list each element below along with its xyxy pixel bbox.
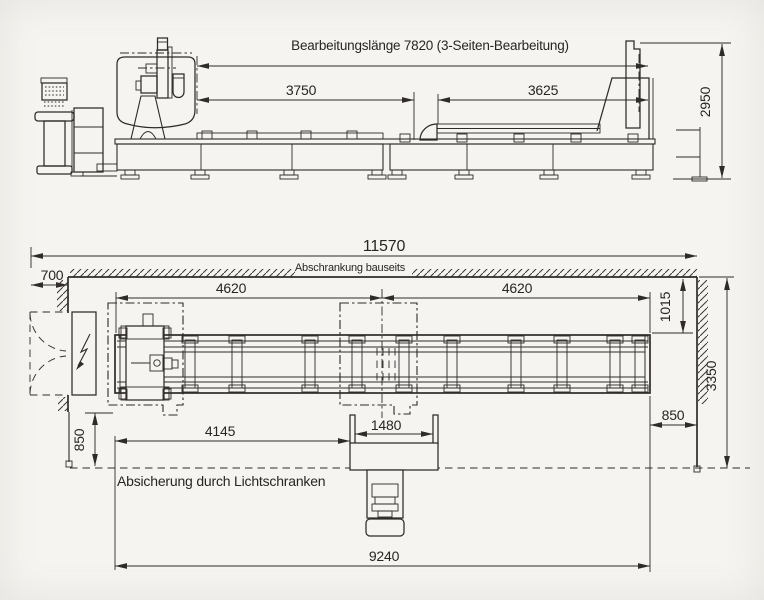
dim-11570-value: 11570 xyxy=(363,238,406,255)
dim-850-left-value: 850 xyxy=(71,428,87,451)
dim-zone-3625: 3625 xyxy=(437,82,648,124)
dim-conveyor-offset-4145: 4145 xyxy=(114,423,350,570)
dim-clearance-right-850: 850 xyxy=(650,407,697,428)
electrical-cabinet xyxy=(71,311,97,396)
dim-4620-left-value: 4620 xyxy=(216,280,247,296)
dim-zone-3750: 3750 xyxy=(197,82,415,140)
control-console xyxy=(34,77,75,175)
head-envelope-middle xyxy=(339,289,418,418)
lightning-icon xyxy=(76,333,91,370)
chip-conveyor-station: 1480 xyxy=(349,414,439,537)
dim-3350-value: 3350 xyxy=(703,360,719,391)
head-envelope-left xyxy=(107,302,184,416)
chip-conveyor-discharge xyxy=(365,469,405,537)
dim-bed-length-9240: 9240 xyxy=(115,396,651,572)
dim-4620-right-value: 4620 xyxy=(502,280,533,296)
head-carriage xyxy=(118,313,179,401)
light-barrier-label: Absicherung durch Lichtschranken xyxy=(117,473,325,489)
dim-machining-length-7820: Bearbeitungslänge 7820 (3-Seiten-Bearbei… xyxy=(197,38,648,69)
dim-850-right-value: 850 xyxy=(662,407,685,423)
safety-barrier: Abschrankung bauseits xyxy=(68,262,708,473)
panel-stand xyxy=(70,107,118,177)
spindle-plan xyxy=(131,354,179,372)
machine-bed-side xyxy=(114,123,656,180)
left-wall-and-door xyxy=(29,277,73,468)
workpiece-right-zone xyxy=(399,123,639,143)
dim-clearance-left-850: 850 xyxy=(71,412,113,466)
dim-3750-value: 3750 xyxy=(286,82,317,98)
dim-4145-value: 4145 xyxy=(205,423,236,439)
clamp-units xyxy=(181,335,649,393)
dim-total-11570: 11570 xyxy=(30,238,697,268)
dim-field-left-4620: 4620 xyxy=(115,280,382,333)
dim-conveyor-width-1480: 1480 xyxy=(355,417,433,437)
dim-700-value: 700 xyxy=(41,267,64,283)
dim-field-right-4620: 4620 xyxy=(382,280,651,333)
workpiece-left-zone xyxy=(196,130,384,140)
bed-opening xyxy=(376,348,396,381)
dim-9240-value: 9240 xyxy=(369,548,400,564)
machining-head xyxy=(116,37,198,140)
dim-1480-value: 1480 xyxy=(371,417,402,433)
side-elevation-view: Bearbeitungslänge 7820 (3-Seiten-Bearbei… xyxy=(34,37,731,182)
dim-3625-value: 3625 xyxy=(528,82,559,98)
dim-1015-value: 1015 xyxy=(657,291,673,322)
barrier-label: Abschrankung bauseits xyxy=(295,262,406,274)
machining-length-label: Bearbeitungslänge 7820 (3-Seiten-Bearbei… xyxy=(291,38,569,53)
spindle-tool xyxy=(172,73,185,99)
dim-depth-3350: 3350 xyxy=(699,276,734,468)
light-barrier-post xyxy=(676,127,708,182)
tail-gantry xyxy=(596,40,654,139)
dim-2950-value: 2950 xyxy=(697,86,713,117)
machine-bed-plan xyxy=(114,334,651,394)
dim-height-2950: 2950 xyxy=(640,42,731,180)
dim-clearance-1015: 1015 xyxy=(652,279,693,334)
plan-view: 11570 700 Abschrankung bauseits xyxy=(29,238,750,572)
bed-feet xyxy=(120,169,651,180)
door-swing xyxy=(29,311,68,396)
chip-cart xyxy=(365,518,405,537)
workpiece-stop xyxy=(419,123,438,141)
